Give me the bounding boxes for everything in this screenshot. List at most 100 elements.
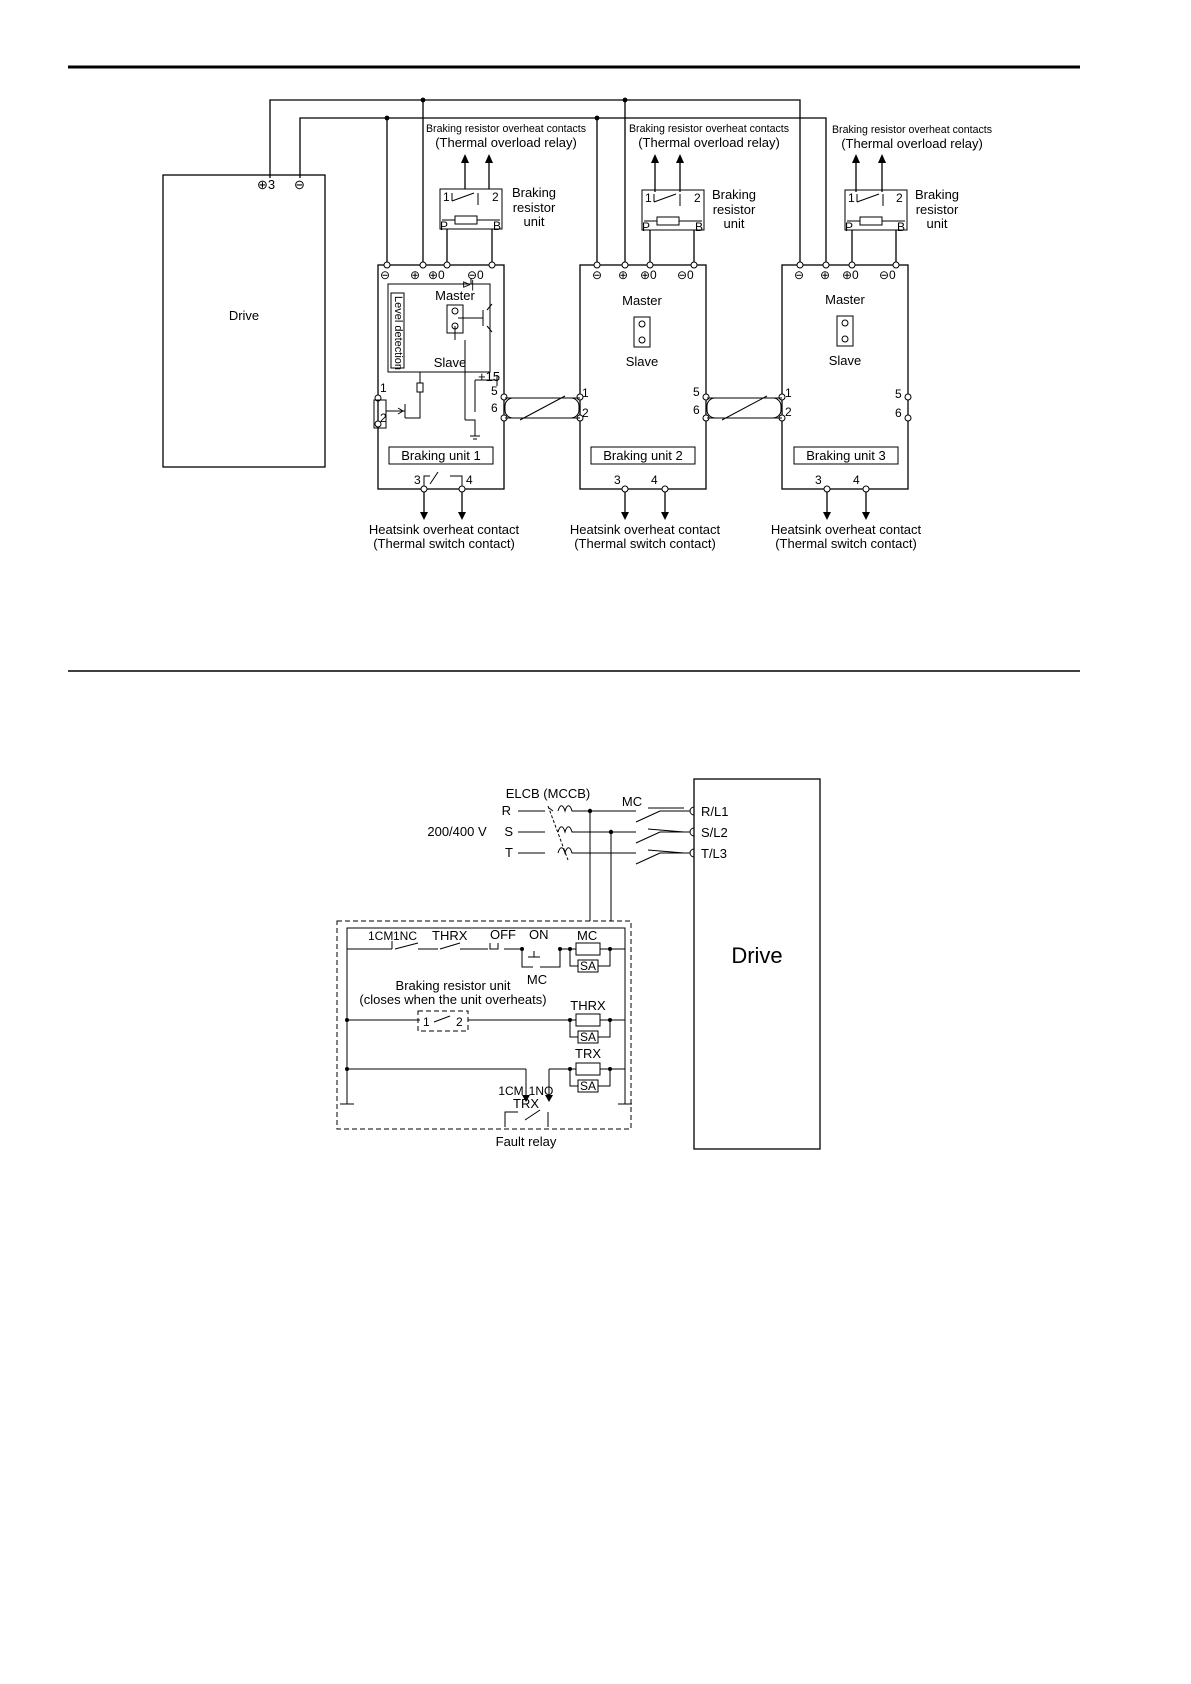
svg-text:S/L2: S/L2 bbox=[701, 825, 728, 840]
svg-text:Braking: Braking bbox=[712, 187, 756, 202]
braking-unit-2: ⊖ ⊕ ⊕0 ⊖0 Master Slave 1 2 5 6 Braking u… bbox=[570, 261, 721, 551]
svg-text:2: 2 bbox=[896, 191, 903, 205]
svg-text:5: 5 bbox=[491, 384, 498, 398]
svg-text:P: P bbox=[845, 220, 853, 234]
svg-text:Slave: Slave bbox=[829, 353, 862, 368]
svg-text:6: 6 bbox=[491, 401, 498, 415]
svg-text:⊕0: ⊕0 bbox=[842, 268, 859, 282]
svg-text:resistor: resistor bbox=[513, 200, 556, 215]
shielded-cables bbox=[504, 395, 782, 421]
svg-text:⊕: ⊕ bbox=[410, 268, 420, 282]
svg-text:MC: MC bbox=[527, 972, 547, 987]
svg-text:P: P bbox=[440, 219, 448, 233]
svg-text:R/L1: R/L1 bbox=[701, 804, 728, 819]
resistor-unit-2: Braking resistor overheat contacts (Ther… bbox=[629, 123, 789, 265]
svg-text:(Thermal switch contact): (Thermal switch contact) bbox=[574, 536, 716, 551]
svg-text:3: 3 bbox=[414, 473, 421, 487]
svg-text:1NO: 1NO bbox=[529, 1084, 554, 1098]
braking-unit-3-box bbox=[781, 264, 909, 490]
svg-text:THRX: THRX bbox=[570, 998, 606, 1013]
level-detection-label: Level detection bbox=[392, 296, 404, 370]
svg-text:3: 3 bbox=[614, 473, 621, 487]
braking-unit-3-label: Braking unit 3 bbox=[806, 448, 886, 463]
svg-text:⊕: ⊕ bbox=[820, 268, 830, 282]
svg-text:⊕0: ⊕0 bbox=[640, 268, 657, 282]
braking-unit-1: ⊖ ⊕ ⊕0 ⊖0 Level detection Master Slave ⊳… bbox=[369, 261, 520, 551]
phase-lines bbox=[518, 805, 699, 921]
svg-text:1: 1 bbox=[848, 191, 855, 205]
figure-braking-units: Drive ⊕3 ⊖ Braking resistor overheat con… bbox=[162, 97, 992, 551]
svg-text:Braking resistor overheat cont: Braking resistor overheat contacts bbox=[629, 123, 789, 135]
svg-text:(Thermal switch contact): (Thermal switch contact) bbox=[775, 536, 917, 551]
svg-text:6: 6 bbox=[693, 403, 700, 417]
braking-unit-2-label: Braking unit 2 bbox=[603, 448, 683, 463]
svg-text:4: 4 bbox=[466, 473, 473, 487]
svg-text:1NC: 1NC bbox=[393, 929, 417, 943]
svg-text:Slave: Slave bbox=[626, 354, 659, 369]
svg-text:unit: unit bbox=[524, 214, 545, 229]
svg-text:1: 1 bbox=[423, 1015, 430, 1029]
svg-text:1: 1 bbox=[582, 386, 589, 400]
svg-text:(Thermal overload relay): (Thermal overload relay) bbox=[841, 136, 983, 151]
svg-text:Braking: Braking bbox=[915, 187, 959, 202]
svg-text:TRX: TRX bbox=[513, 1096, 539, 1111]
svg-text:Heatsink overheat contact: Heatsink overheat contact bbox=[369, 522, 520, 537]
svg-text:1CM: 1CM bbox=[368, 929, 393, 943]
svg-text:Heatsink overheat contact: Heatsink overheat contact bbox=[570, 522, 721, 537]
drive-label-2: Drive bbox=[731, 943, 782, 968]
svg-text:SA: SA bbox=[580, 1030, 596, 1044]
resistor-relay-title: (Thermal overload relay) bbox=[435, 135, 577, 150]
svg-text:(Thermal overload relay): (Thermal overload relay) bbox=[638, 135, 780, 150]
braking-unit-1-box bbox=[377, 264, 505, 490]
svg-text:B: B bbox=[897, 220, 905, 234]
svg-text:2: 2 bbox=[582, 406, 589, 420]
svg-text:Master: Master bbox=[825, 292, 865, 307]
braking-unit-1-label: Braking unit 1 bbox=[401, 448, 481, 463]
svg-text:Master: Master bbox=[622, 293, 662, 308]
drive-label: Drive bbox=[229, 308, 259, 323]
elcb-label: ELCB (MCCB) bbox=[506, 786, 591, 801]
sequence-panel: 1CM 1NC THRX OFF ON MC SA MC Braking res… bbox=[336, 920, 632, 1149]
svg-text:unit: unit bbox=[927, 216, 948, 231]
drive-box-2 bbox=[693, 778, 821, 1150]
svg-text:ON: ON bbox=[529, 927, 549, 942]
svg-text:B: B bbox=[493, 219, 501, 233]
plus-bus bbox=[269, 99, 801, 265]
svg-text:2: 2 bbox=[380, 411, 387, 425]
svg-text:2: 2 bbox=[694, 191, 701, 205]
svg-text:Master: Master bbox=[435, 288, 475, 303]
svg-text:1CM: 1CM bbox=[498, 1084, 523, 1098]
svg-text:1: 1 bbox=[645, 191, 652, 205]
svg-text:⊖0: ⊖0 bbox=[879, 268, 896, 282]
svg-text:⊖: ⊖ bbox=[794, 268, 804, 282]
svg-text:Braking: Braking bbox=[512, 185, 556, 200]
svg-text:2: 2 bbox=[785, 405, 792, 419]
svg-text:⊕: ⊕ bbox=[618, 268, 628, 282]
svg-text:resistor: resistor bbox=[916, 202, 959, 217]
svg-text:B: B bbox=[695, 220, 703, 234]
drive-block-2: R/L1 S/L2 T/L3 Drive bbox=[693, 778, 821, 1150]
svg-text:1: 1 bbox=[380, 381, 387, 395]
svg-text:Slave: Slave bbox=[434, 355, 467, 370]
voltage-label: 200/400 V bbox=[427, 824, 487, 839]
svg-text:⊕0: ⊕0 bbox=[428, 268, 445, 282]
svg-text:P: P bbox=[642, 220, 650, 234]
svg-text:Heatsink overheat contact: Heatsink overheat contact bbox=[771, 522, 922, 537]
braking-unit-1-label-box bbox=[388, 446, 494, 465]
svg-text:⊖0: ⊖0 bbox=[677, 268, 694, 282]
svg-text:SA: SA bbox=[580, 1079, 596, 1093]
svg-text:⊖: ⊖ bbox=[380, 268, 390, 282]
svg-text:Braking resistor overheat cont: Braking resistor overheat contacts bbox=[832, 124, 992, 136]
master-slave-area bbox=[387, 283, 491, 373]
mc-top-label: MC bbox=[622, 794, 642, 809]
svg-text:R: R bbox=[502, 803, 511, 818]
svg-text:6: 6 bbox=[895, 406, 902, 420]
drive-block-1: Drive ⊕3 ⊖ bbox=[162, 174, 326, 468]
fault-relay-label: Fault relay bbox=[496, 1134, 557, 1149]
svg-text:TRX: TRX bbox=[575, 1046, 601, 1061]
svg-text:Braking resistor unit: Braking resistor unit bbox=[396, 978, 511, 993]
svg-text:(closes when the unit overheat: (closes when the unit overheats) bbox=[359, 992, 546, 1007]
svg-text:T: T bbox=[505, 845, 513, 860]
svg-text:(Thermal switch contact): (Thermal switch contact) bbox=[373, 536, 515, 551]
